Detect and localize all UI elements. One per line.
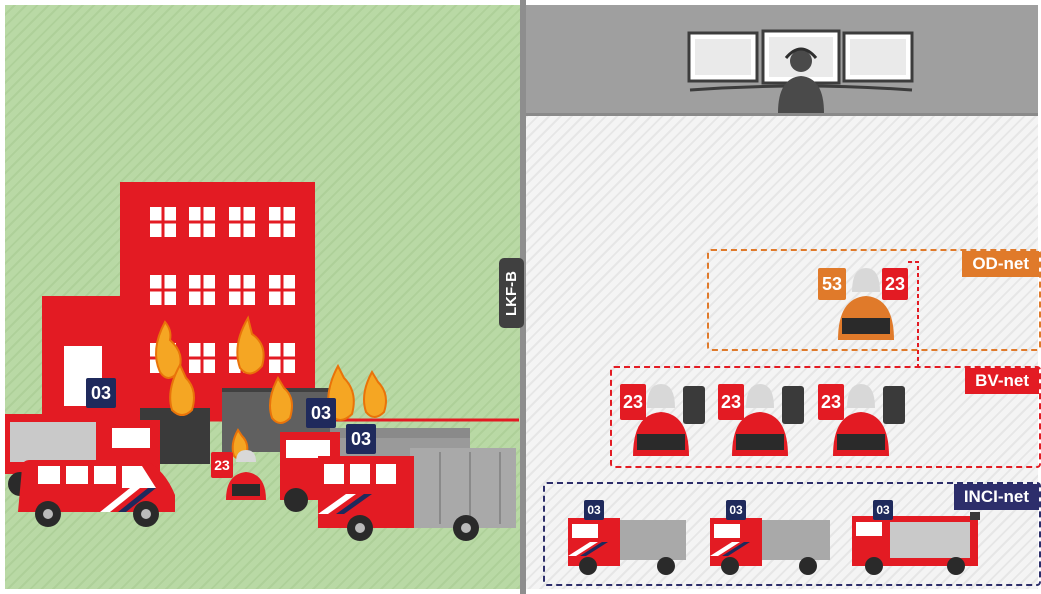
radio-icon	[782, 386, 804, 424]
bv-unit-badge: 23	[818, 384, 844, 420]
inci-unit-badge: 03	[584, 500, 604, 520]
inci-unit-badge: 03	[873, 500, 893, 520]
bv-unit-badge: 23	[718, 384, 744, 420]
od-unit-badge: 53	[818, 268, 846, 300]
radio-icon	[683, 386, 705, 424]
fire-truck-icon	[852, 512, 980, 575]
fire-truck-icon	[710, 518, 830, 575]
fire-truck-icon	[568, 518, 686, 575]
inci-unit-badge: 03	[726, 500, 746, 520]
radio-icon	[883, 386, 905, 424]
bv-unit-badge: 23	[620, 384, 646, 420]
od-unit-badge: 23	[882, 268, 908, 300]
